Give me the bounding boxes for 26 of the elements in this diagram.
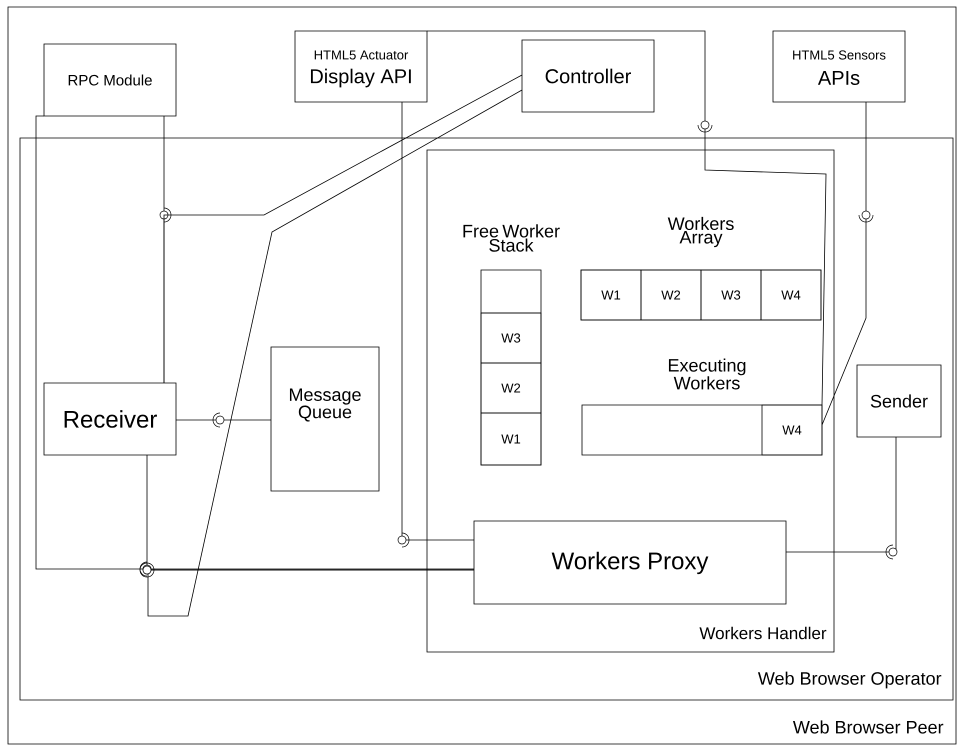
frame-label: Workers Handler — [699, 626, 826, 640]
lollipop-connector — [164, 74, 522, 384]
cell: W4 — [762, 404, 822, 456]
cell: W1 — [480, 412, 542, 466]
frame-label: Web Browser Operator — [758, 672, 942, 688]
heading: Free Worker Stack — [463, 224, 560, 252]
component-box: RPC Module — [44, 44, 176, 116]
frame-label: Web Browser Peer — [792, 720, 944, 734]
component-box: HTML5 Sensors APIs — [772, 30, 906, 102]
lollipop-connector — [36, 116, 474, 576]
heading: Workers Array — [668, 216, 734, 248]
component-box: Receiver — [44, 382, 176, 456]
lollipop-connector — [786, 436, 898, 560]
lollipop-connector — [398, 102, 474, 548]
lollipop-connector — [822, 102, 874, 426]
cell: W3 — [480, 312, 542, 364]
lollipop-connector — [140, 90, 522, 616]
heading: Executing Workers — [668, 358, 746, 390]
lollipop-connector — [176, 412, 272, 428]
component-box: Sender — [856, 364, 942, 438]
lollipop-connector — [426, 30, 826, 406]
cell: W2 — [480, 362, 542, 414]
component-box: Message Queue — [270, 346, 380, 492]
component-box: Controller — [522, 40, 654, 112]
component-box: HTML5 Actuator Display API — [294, 30, 428, 102]
component-box: Workers Proxy — [474, 520, 786, 604]
